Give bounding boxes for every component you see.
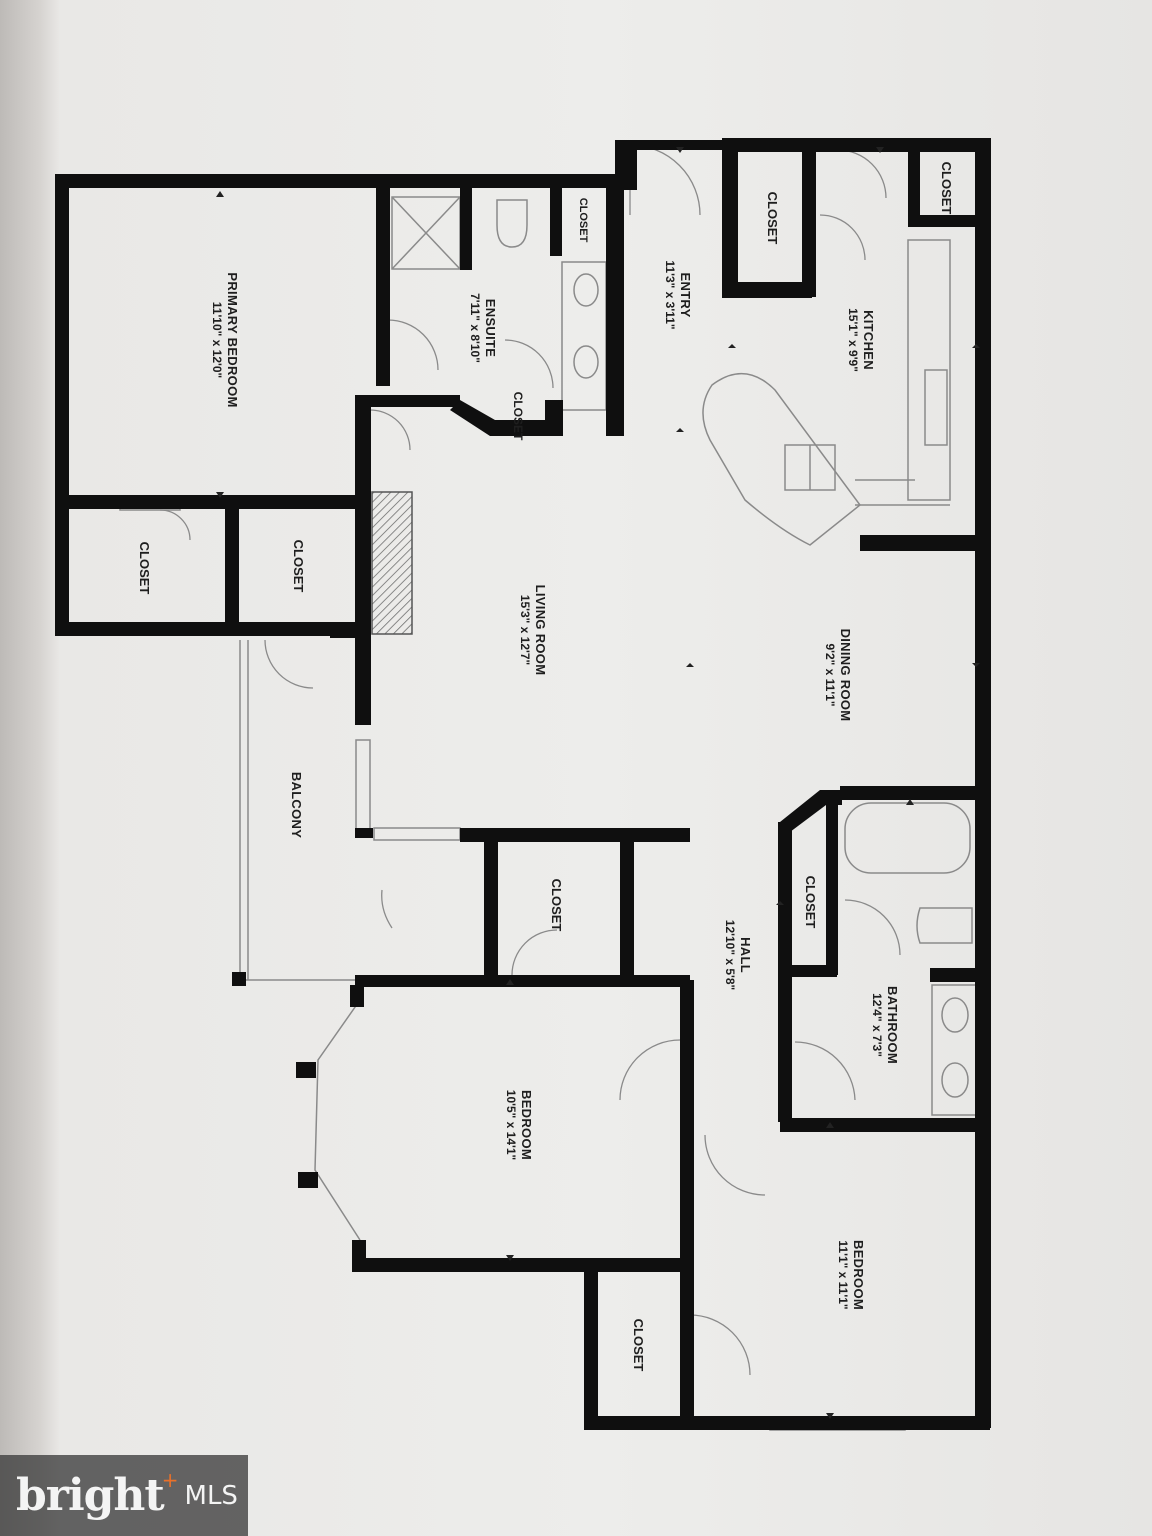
svg-text:PRIMARY BEDROOM: PRIMARY BEDROOM [225, 272, 240, 407]
label-kitchen: KITCHEN 15'1" x 9'9" [846, 308, 876, 372]
svg-text:CLOSET: CLOSET [511, 392, 525, 441]
label-closet-hall: CLOSET [549, 879, 564, 932]
svg-text:LIVING ROOM: LIVING ROOM [533, 585, 548, 676]
light-markers [216, 147, 980, 1419]
svg-text:ENTRY: ENTRY [678, 272, 693, 317]
svg-text:10'5" x 14'1": 10'5" x 14'1" [504, 1090, 518, 1160]
bathtub [844, 802, 971, 874]
svg-text:HALL: HALL [738, 937, 753, 973]
kitchen-island [702, 372, 862, 546]
ensuite-vanity [561, 261, 607, 411]
label-dining-room: DINING ROOM 9'2" x 11'1" [823, 629, 853, 722]
svg-text:CLOSET: CLOSET [631, 1319, 646, 1372]
label-closet-ensuite-small: CLOSET [577, 198, 589, 243]
label-primary-bedroom: PRIMARY BEDROOM 11'10" x 12'0" [210, 272, 240, 407]
bright-mls-watermark: bright + MLS [0, 1455, 248, 1536]
bathroom-sink-2 [941, 1062, 969, 1098]
svg-text:15'3" x 12'7": 15'3" x 12'7" [518, 595, 532, 665]
label-closet-entry: CLOSET [765, 192, 780, 245]
kitchen-counter [907, 239, 951, 501]
svg-text:BATHROOM: BATHROOM [885, 986, 900, 1064]
label-living-room: LIVING ROOM 15'3" x 12'7" [518, 585, 548, 676]
svg-text:CLOSET: CLOSET [291, 540, 306, 593]
label-hall: HALL 12'10" x 5'8" [723, 920, 753, 990]
svg-text:11'10" x 12'0": 11'10" x 12'0" [210, 302, 224, 378]
svg-text:CLOSET: CLOSET [939, 162, 954, 215]
window-living [355, 739, 371, 833]
label-closet-primary-1: CLOSET [137, 542, 152, 595]
svg-text:BALCONY: BALCONY [289, 772, 304, 838]
bathroom-sink-1 [941, 997, 969, 1033]
svg-text:CLOSET: CLOSET [765, 192, 780, 245]
label-ensuite: ENSUITE 7'11" x 8'10" [468, 293, 498, 363]
fireplace [371, 491, 413, 635]
label-closet-bedroom: CLOSET [631, 1319, 646, 1372]
svg-text:15'1" x 9'9": 15'1" x 9'9" [846, 308, 860, 372]
label-entry: ENTRY 11'3" x 3'11" [663, 260, 693, 329]
label-closet-primary-2: CLOSET [291, 540, 306, 593]
svg-text:CLOSET: CLOSET [803, 876, 818, 929]
bathroom-vanity [931, 984, 979, 1116]
door-swings [159, 144, 901, 1376]
bathroom-toilet [916, 907, 973, 944]
window-living-bottom [373, 827, 461, 841]
svg-text:KITCHEN: KITCHEN [861, 310, 876, 370]
door-entry [629, 144, 701, 216]
svg-text:12'4" x 7'3": 12'4" x 7'3" [870, 993, 884, 1057]
svg-text:11'3" x 3'11": 11'3" x 3'11" [663, 260, 677, 329]
ensuite-sink-1 [573, 273, 599, 307]
walls [55, 138, 991, 1430]
svg-text:BEDROOM: BEDROOM [851, 1240, 866, 1310]
label-bedroom-3: BEDROOM 11'1" x 11'1" [836, 1240, 866, 1310]
svg-text:DINING ROOM: DINING ROOM [838, 629, 853, 722]
svg-text:11'1" x 11'1": 11'1" x 11'1" [836, 1240, 850, 1309]
watermark-brand: bright [16, 1470, 165, 1521]
label-bathroom: BATHROOM 12'4" x 7'3" [870, 986, 900, 1064]
kitchen-range [924, 369, 948, 446]
label-closet-bathroom: CLOSET [803, 876, 818, 929]
ensuite-sink-2 [573, 345, 599, 379]
svg-text:12'10" x 5'8": 12'10" x 5'8" [723, 920, 737, 990]
ensuite-toilet [496, 199, 528, 248]
label-closet-kitchen-corner: CLOSET [939, 162, 954, 215]
room-labels: PRIMARY BEDROOM 11'10" x 12'0" ENSUITE 7… [137, 162, 954, 1372]
label-closet-ensuite: CLOSET [511, 392, 525, 441]
svg-text:ENSUITE: ENSUITE [483, 299, 498, 357]
watermark-suffix: MLS [184, 1480, 238, 1511]
svg-text:BEDROOM: BEDROOM [519, 1090, 534, 1160]
svg-text:CLOSET: CLOSET [137, 542, 152, 595]
svg-text:7'11" x 8'10": 7'11" x 8'10" [468, 293, 482, 363]
svg-text:CLOSET: CLOSET [577, 198, 589, 243]
svg-text:CLOSET: CLOSET [549, 879, 564, 932]
label-balcony: BALCONY [289, 772, 304, 838]
label-bedroom-2: BEDROOM 10'5" x 14'1" [504, 1090, 534, 1160]
svg-text:9'2" x 11'1": 9'2" x 11'1" [823, 643, 837, 706]
watermark-plus-icon: + [161, 1467, 179, 1492]
bay-window [314, 999, 361, 1241]
